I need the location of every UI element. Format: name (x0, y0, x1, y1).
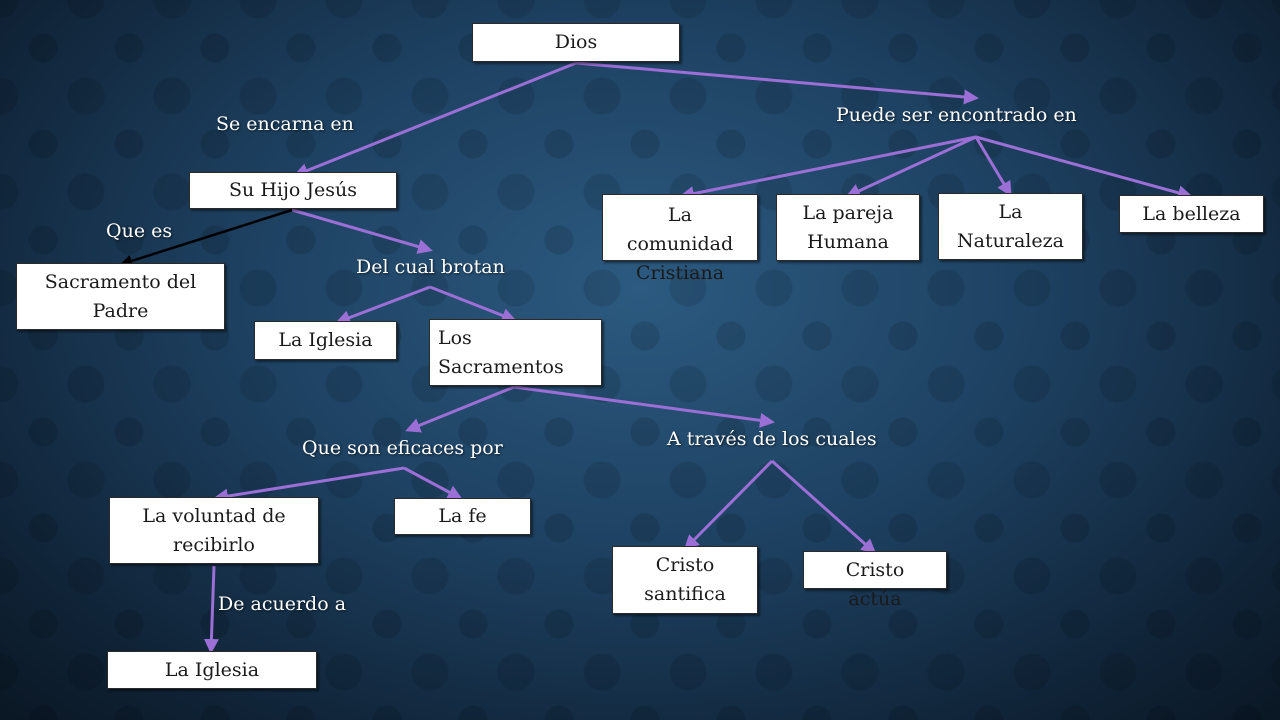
node-cristo-santifica-text: Cristo santifica (644, 554, 726, 605)
node-la-iglesia-2-text: La Iglesia (164, 658, 260, 681)
node-los-sacramentos-text: Los Sacramentos (438, 327, 564, 378)
edge-puede-pareja (845, 135, 977, 198)
node-su-hijo-jesus-text: Su Hijo Jesús (229, 179, 357, 201)
node-la-iglesia-1: La Iglesia (254, 321, 397, 360)
node-la-naturaleza: La Naturaleza (938, 193, 1083, 260)
node-cristo-santifica: Cristo santifica (612, 546, 758, 614)
label-puede-ser-encontrado-en: Puede ser encontrado en (836, 104, 1077, 126)
node-la-iglesia-1-text: La Iglesia (278, 329, 373, 351)
node-dios: Dios (472, 23, 680, 62)
node-la-fe: La fe (394, 498, 531, 535)
node-la-comunidad-cristiana: La comunidad Cristiana (602, 194, 758, 284)
label-de-acuerdo-a: De acuerdo a (218, 593, 347, 615)
edge-jesus-delcual (291, 208, 433, 254)
node-la-pareja-humana: La pareja Humana (776, 194, 920, 261)
edge-dios-jesus (293, 61, 577, 178)
edge-jesus-sacramento (119, 208, 293, 267)
edge-delcual-sacramentos (429, 285, 517, 323)
edge-sacramentos-eficaces (405, 385, 515, 433)
node-cristo-actua-text: Cristo actúa (845, 559, 905, 610)
label-se-encarna-en: Se encarna en (216, 113, 354, 135)
label-que-son-eficaces-por: Que son eficaces por (302, 437, 503, 459)
label-que-es: Que es (106, 220, 173, 242)
node-la-belleza-text: La belleza (1142, 202, 1241, 225)
edge-sacramentos-atraves (513, 385, 775, 428)
label-a-traves-de-los-cuales: A través de los cuales (667, 428, 877, 450)
node-cristo-actua: Cristo actúa (803, 551, 947, 610)
node-la-pareja-humana-text: La pareja Humana (802, 201, 894, 253)
edge-delcual-iglesia (335, 285, 431, 325)
node-la-comunidad-cristiana-text: La comunidad Cristiana (626, 204, 734, 284)
edge-atraves-santifica (683, 459, 774, 551)
node-dios-text: Dios (554, 31, 598, 53)
node-sacramento-del-padre: Sacramento del Padre (16, 263, 225, 330)
node-la-fe-text: La fe (438, 505, 487, 527)
node-la-iglesia-2: La Iglesia (107, 651, 317, 689)
node-la-voluntad-text: La voluntad de recibirlo (142, 504, 286, 556)
node-los-sacramentos: Los Sacramentos (429, 319, 602, 386)
edge-puede-belleza (975, 135, 1193, 201)
edge-eficaces-voluntad (213, 466, 405, 504)
edge-puede-naturaleza (974, 136, 1012, 197)
node-la-voluntad: La voluntad de recibirlo (109, 497, 319, 564)
node-sacramento-del-padre-text: Sacramento del Padre (44, 270, 197, 322)
edge-dios-puede (575, 61, 979, 105)
edge-eficaces-fe (403, 466, 463, 500)
edge-atraves-actua (771, 459, 877, 554)
edge-voluntad-iglesia (203, 565, 219, 654)
node-la-naturaleza-text: La Naturaleza (957, 201, 1064, 252)
node-la-belleza: La belleza (1119, 195, 1264, 233)
label-del-cual-brotan: Del cual brotan (356, 256, 505, 278)
edge-puede-comunidad (679, 135, 977, 201)
node-su-hijo-jesus: Su Hijo Jesús (189, 172, 397, 209)
